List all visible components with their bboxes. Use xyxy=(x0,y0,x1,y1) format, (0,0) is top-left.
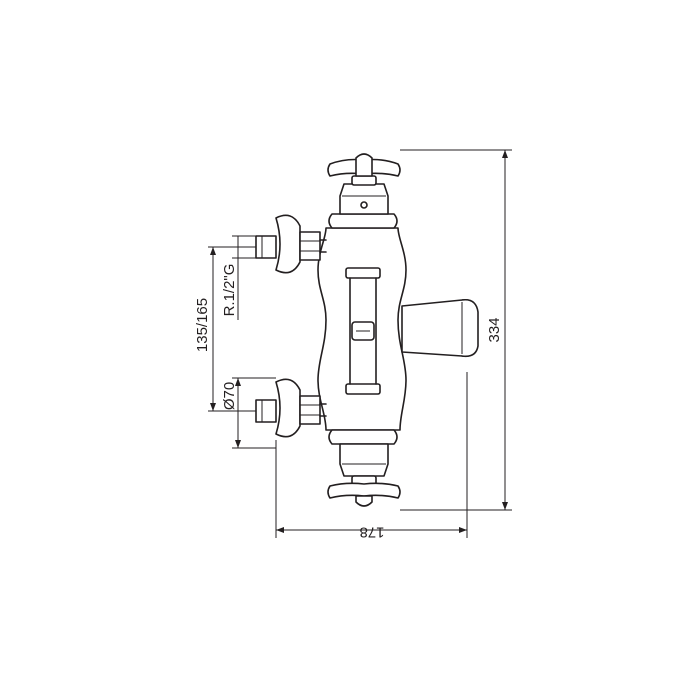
spout xyxy=(401,298,479,358)
thermostatic-mixer-body xyxy=(317,213,407,445)
dimension-label-flange: Ø70 xyxy=(221,382,238,410)
dimension-label-334: 334 xyxy=(486,317,503,342)
dimension-thread: R.1/2"G xyxy=(221,235,256,320)
dimension-label-thread: R.1/2"G xyxy=(221,264,238,317)
dimension-total-width: 178 xyxy=(275,440,468,541)
lower-inlet-connector xyxy=(255,378,327,438)
upper-inlet-connector xyxy=(255,214,327,274)
dimension-label-178: 178 xyxy=(359,524,384,541)
dimension-inlet-centres: 135/165 xyxy=(194,246,256,412)
top-cross-handle xyxy=(327,153,401,215)
dimension-flange-diameter: Ø70 xyxy=(221,377,276,449)
dimension-label-135-165: 135/165 xyxy=(194,298,211,352)
bottom-cross-handle xyxy=(327,443,401,507)
dimension-total-height: 334 xyxy=(400,149,512,511)
